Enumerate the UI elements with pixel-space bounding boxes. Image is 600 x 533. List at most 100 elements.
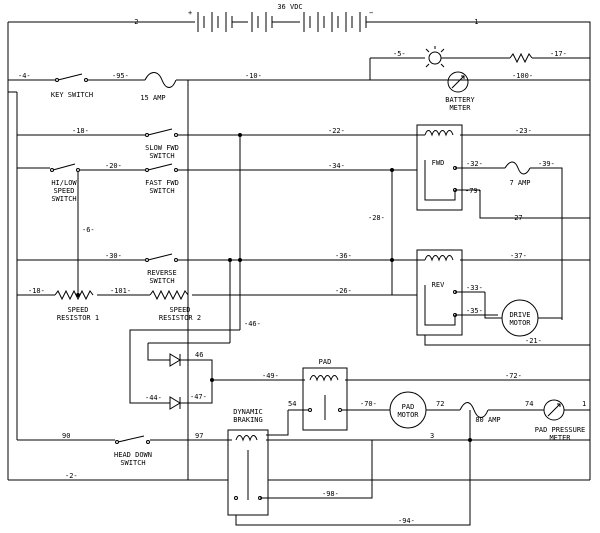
wire-label-79: -79- bbox=[465, 187, 482, 195]
battery-line: -2- -1- bbox=[7, 18, 591, 480]
fuse-80-amp bbox=[459, 402, 489, 418]
fuse-7-amp bbox=[504, 161, 531, 175]
slow-fwd-row: -18- SLOW FWD SWITCH -22- -23- bbox=[17, 127, 590, 160]
wire-label-100: -100- bbox=[512, 72, 533, 80]
speed-res1-label-2: RESISTOR 1 bbox=[57, 314, 99, 322]
wire-label-26: -26- bbox=[335, 287, 352, 295]
wire-label-6: -6- bbox=[82, 226, 95, 234]
wire-label-27: -27- bbox=[510, 214, 527, 222]
head-down-label-1: HEAD DOWN bbox=[114, 451, 152, 459]
fast-fwd-label-1: FAST FWD bbox=[145, 179, 179, 187]
rev-relay-label: REV bbox=[432, 281, 445, 289]
wire-label-20: -20- bbox=[105, 162, 122, 170]
fwd-relay-label: FWD bbox=[432, 159, 445, 167]
wire-label-34: -34- bbox=[328, 162, 345, 170]
diode-47-icon bbox=[169, 396, 181, 410]
speed-resistor-row: -18- SPEED RESISTOR 1 -101- SPEED RESIST… bbox=[17, 287, 417, 322]
reverse-row: -30- REVERSE SWITCH -36- -37- bbox=[17, 252, 590, 285]
drive-motor-label-1: DRIVE bbox=[509, 311, 530, 319]
hi-low-label-3: SWITCH bbox=[51, 195, 76, 203]
pad-relay: PAD 54 -70- bbox=[266, 358, 390, 436]
wire-label-94: -94- bbox=[398, 517, 415, 525]
pad-coil-icon bbox=[309, 375, 339, 382]
wire-label-70: -70- bbox=[360, 400, 377, 408]
fuse-7-label: 7 AMP bbox=[509, 179, 530, 187]
fwd-relay: FWD bbox=[416, 124, 468, 211]
wire-label-49: -49- bbox=[262, 372, 279, 380]
wire-label-10: -10- bbox=[245, 72, 262, 80]
resistor-17-icon bbox=[509, 52, 533, 64]
speed-res1-label-1: SPEED bbox=[67, 306, 88, 314]
speed-resistor-2-icon bbox=[149, 289, 189, 301]
rev-coil-icon bbox=[424, 255, 454, 262]
pad-relay-label: PAD bbox=[319, 358, 332, 366]
dyn-brake-label-2: BRAKING bbox=[233, 416, 263, 424]
wire-label-90: 90 bbox=[62, 432, 70, 440]
wire-label-54: 54 bbox=[288, 400, 296, 408]
battery-voltage: 36 VDC bbox=[277, 3, 302, 11]
speed-res2-label-1: SPEED bbox=[169, 306, 190, 314]
wire-label-44: -44- bbox=[145, 394, 162, 402]
pad-pressure-label-1: PAD PRESSURE bbox=[535, 426, 586, 434]
wire-label-17: -17- bbox=[550, 50, 567, 58]
wire-label-18a: -18- bbox=[72, 127, 89, 135]
wire-label-39: -39- bbox=[538, 160, 555, 168]
reverse-label-1: REVERSE bbox=[147, 269, 177, 277]
dynamic-braking: DYNAMIC BRAKING -98- -94- bbox=[227, 408, 471, 526]
dyn-brake-label-1: DYNAMIC bbox=[233, 408, 263, 416]
wire-label-47: -47- bbox=[190, 393, 207, 401]
fast-fwd-row: HI/LOW SPEED SWITCH -20- FAST FWD SWITCH… bbox=[17, 160, 563, 320]
wire-label-3: 3 bbox=[430, 432, 434, 440]
wire-label-37: -37- bbox=[510, 252, 527, 260]
wire-label-98: -98- bbox=[322, 490, 339, 498]
wire-label-101: -101- bbox=[110, 287, 131, 295]
fuse-15-amp bbox=[144, 72, 177, 88]
wire-label-35: -35- bbox=[466, 307, 483, 315]
head-down-label-2: SWITCH bbox=[120, 459, 145, 467]
speed-res2-label-2: RESISTOR 2 bbox=[159, 314, 201, 322]
battery-plus: + bbox=[188, 9, 192, 17]
reverse-label-2: SWITCH bbox=[149, 277, 174, 285]
wire-label-1b: 1 bbox=[582, 400, 586, 408]
wire-label-21: -21- bbox=[525, 337, 542, 345]
wire-label-72b: 72 bbox=[436, 400, 444, 408]
wire-label-22: -22- bbox=[328, 127, 345, 135]
dyn-brake-coil-icon bbox=[235, 435, 258, 442]
wire-label-33: -33- bbox=[466, 284, 483, 292]
wire-label-30: -30- bbox=[105, 252, 122, 260]
battery-meter-label-2: METER bbox=[449, 104, 471, 112]
diode-46-icon bbox=[169, 353, 181, 367]
wire-label-46: -46- bbox=[244, 320, 261, 328]
fuse-80-label: 80 AMP bbox=[475, 416, 500, 424]
fast-fwd-label-2: SWITCH bbox=[149, 187, 174, 195]
pad-motor-label-1: PAD bbox=[402, 403, 415, 411]
indicator-lamp-icon bbox=[428, 51, 442, 65]
battery-symbol: + − 36 VDC bbox=[188, 3, 373, 32]
wire-label-28: -28- bbox=[368, 214, 385, 222]
bottom-return: -2- bbox=[8, 472, 590, 481]
pad-pressure-label-2: METER bbox=[549, 434, 571, 442]
speed-resistor-1-icon bbox=[54, 289, 94, 301]
hi-low-label-1: HI/LOW bbox=[51, 179, 77, 187]
wire-label-5: -5- bbox=[393, 50, 406, 58]
wire-label-4: -4- bbox=[18, 72, 31, 80]
fwd-coil-icon bbox=[424, 130, 454, 137]
battery-meter-label-1: BATTERY bbox=[445, 96, 475, 104]
wire-label-23: -23- bbox=[515, 127, 532, 135]
diode-network: -46- 46 -44- -47- -49- -72- bbox=[129, 260, 590, 410]
slow-fwd-label-1: SLOW FWD bbox=[145, 144, 179, 152]
wire-label-18b: -18- bbox=[28, 287, 45, 295]
wire-label-2-bottom: -2- bbox=[65, 472, 78, 480]
rev-relay: REV -33- -35- bbox=[416, 249, 498, 336]
key-switch-line: -4- KEY SWITCH -95- 15 AMP -10- -5- -17-… bbox=[8, 46, 590, 480]
battery-meter-icon bbox=[447, 71, 469, 93]
slow-fwd-label-2: SWITCH bbox=[149, 152, 174, 160]
drive-motor: DRIVE MOTOR -21- bbox=[424, 292, 590, 346]
key-switch-label: KEY SWITCH bbox=[51, 91, 93, 99]
wire-label-2-top: -2- bbox=[130, 18, 143, 26]
battery-minus: − bbox=[369, 9, 373, 17]
pad-motor-chain: PAD MOTOR 72 80 AMP 74 1 PAD PRESSURE ME… bbox=[389, 391, 590, 442]
diode-46-label: 46 bbox=[195, 351, 203, 359]
wire-label-95: -95- bbox=[112, 72, 129, 80]
